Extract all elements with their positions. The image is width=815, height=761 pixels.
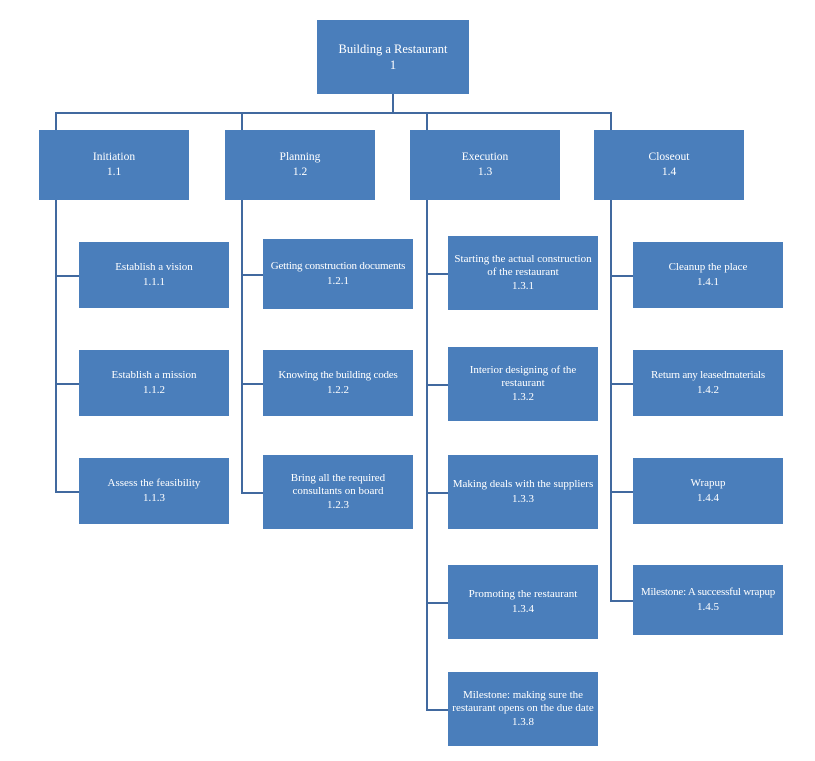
task-node-1-2-2[interactable]: Knowing the building codes 1.2.2 bbox=[263, 350, 413, 416]
node-title: Knowing the building codes bbox=[278, 369, 398, 382]
task-branch-connector bbox=[55, 491, 80, 493]
task-branch-connector bbox=[610, 600, 634, 602]
node-title: Interior designing of the restaurant bbox=[469, 363, 577, 389]
task-node-1-1-3[interactable]: Assess the feasibility 1.1.3 bbox=[79, 458, 229, 524]
node-title: Planning bbox=[279, 150, 321, 163]
node-code: 1.4 bbox=[661, 166, 677, 178]
task-node-1-3-3[interactable]: Making deals with the suppliers 1.3.3 bbox=[448, 455, 598, 529]
task-branch-connector bbox=[241, 492, 264, 494]
node-code: 1.1.3 bbox=[143, 492, 165, 504]
task-branch-connector bbox=[610, 383, 634, 385]
phase-bus-connector bbox=[55, 112, 612, 114]
node-title: Wrapup bbox=[690, 477, 726, 490]
task-node-1-3-1[interactable]: Starting the actual construction of the … bbox=[448, 236, 598, 310]
task-node-1-4-2[interactable]: Return any leasedmaterials 1.4.2 bbox=[633, 350, 783, 416]
node-title: Closeout bbox=[648, 150, 690, 163]
task-branch-connector bbox=[55, 383, 80, 385]
node-code: 1.1.1 bbox=[143, 276, 165, 288]
node-title: Promoting the restaurant bbox=[468, 588, 578, 601]
node-code: 1.2.3 bbox=[327, 499, 349, 512]
node-code: 1.1.2 bbox=[143, 384, 165, 396]
phase-stem-connector bbox=[241, 112, 243, 130]
task-node-1-2-1[interactable]: Getting construction documents 1.2.1 bbox=[263, 239, 413, 309]
phase-stem-connector bbox=[426, 112, 428, 130]
task-branch-connector bbox=[426, 273, 449, 275]
node-code: 1.4.4 bbox=[697, 492, 719, 504]
node-title: Execution bbox=[461, 150, 509, 163]
node-title: Cleanup the place bbox=[668, 261, 748, 274]
task-node-1-4-4[interactable]: Wrapup 1.4.4 bbox=[633, 458, 783, 524]
phase-node-1-4[interactable]: Closeout 1.4 bbox=[594, 130, 744, 200]
phase-node-1-3[interactable]: Execution 1.3 bbox=[410, 130, 560, 200]
phase-node-1-2[interactable]: Planning 1.2 bbox=[225, 130, 375, 200]
node-title: Milestone: making sure the restaurant op… bbox=[452, 688, 594, 714]
task-node-1-4-1[interactable]: Cleanup the place 1.4.1 bbox=[633, 242, 783, 308]
task-node-1-3-4[interactable]: Promoting the restaurant 1.3.4 bbox=[448, 565, 598, 639]
task-node-1-1-2[interactable]: Establish a mission 1.1.2 bbox=[79, 350, 229, 416]
node-title: Starting the actual construction of the … bbox=[454, 252, 592, 278]
node-title: Getting construction documents bbox=[270, 260, 406, 273]
task-branch-connector bbox=[610, 491, 634, 493]
node-code: 1.2.2 bbox=[327, 384, 349, 396]
node-code: 1.3 bbox=[477, 166, 493, 178]
node-code: 1.4.2 bbox=[697, 384, 719, 396]
phase-trunk-connector bbox=[55, 200, 57, 493]
node-code: 1.2 bbox=[292, 166, 308, 178]
task-node-1-4-5[interactable]: Milestone: A successful wrapup 1.4.5 bbox=[633, 565, 783, 635]
node-title: Establish a vision bbox=[115, 261, 193, 274]
task-node-1-1-1[interactable]: Establish a vision 1.1.1 bbox=[79, 242, 229, 308]
task-branch-connector bbox=[426, 492, 449, 494]
node-code: 1.3.4 bbox=[512, 603, 534, 615]
node-title: Establish a mission bbox=[111, 369, 197, 382]
task-branch-connector bbox=[610, 275, 634, 277]
node-title: Bring all the required consultants on bo… bbox=[290, 471, 386, 497]
node-code: 1 bbox=[389, 58, 397, 72]
node-title: Making deals with the suppliers bbox=[452, 478, 594, 491]
phase-stem-connector bbox=[55, 112, 57, 130]
node-code: 1.4.1 bbox=[697, 276, 719, 288]
node-code: 1.3.8 bbox=[512, 716, 534, 729]
node-code: 1.3.1 bbox=[512, 280, 534, 293]
root-node[interactable]: Building a Restaurant 1 bbox=[317, 20, 469, 94]
phase-trunk-connector bbox=[241, 200, 243, 494]
node-code: 1.2.1 bbox=[327, 275, 349, 287]
task-branch-connector bbox=[55, 275, 80, 277]
task-node-1-2-3[interactable]: Bring all the required consultants on bo… bbox=[263, 455, 413, 529]
node-title: Return any leasedmaterials bbox=[651, 369, 765, 382]
task-branch-connector bbox=[426, 709, 449, 711]
node-code: 1.3.3 bbox=[512, 493, 534, 505]
task-branch-connector bbox=[426, 384, 449, 386]
node-code: 1.3.2 bbox=[512, 391, 534, 404]
task-node-1-3-8[interactable]: Milestone: making sure the restaurant op… bbox=[448, 672, 598, 746]
task-node-1-3-2[interactable]: Interior designing of the restaurant 1.3.… bbox=[448, 347, 598, 421]
phase-node-1-1[interactable]: Initiation 1.1 bbox=[39, 130, 189, 200]
task-branch-connector bbox=[241, 274, 264, 276]
phase-trunk-connector bbox=[610, 200, 612, 602]
phase-trunk-connector bbox=[426, 200, 428, 711]
phase-stem-connector bbox=[610, 112, 612, 130]
node-title: Assess the feasibility bbox=[107, 477, 201, 490]
node-code: 1.1 bbox=[106, 166, 122, 178]
task-branch-connector bbox=[241, 383, 264, 385]
node-title: Building a Restaurant bbox=[338, 41, 448, 56]
node-title: Milestone: A successful wrapup bbox=[640, 586, 776, 599]
node-title: Initiation bbox=[92, 150, 136, 163]
task-branch-connector bbox=[426, 602, 449, 604]
root-stem-connector bbox=[392, 94, 394, 114]
node-code: 1.4.5 bbox=[697, 601, 719, 613]
